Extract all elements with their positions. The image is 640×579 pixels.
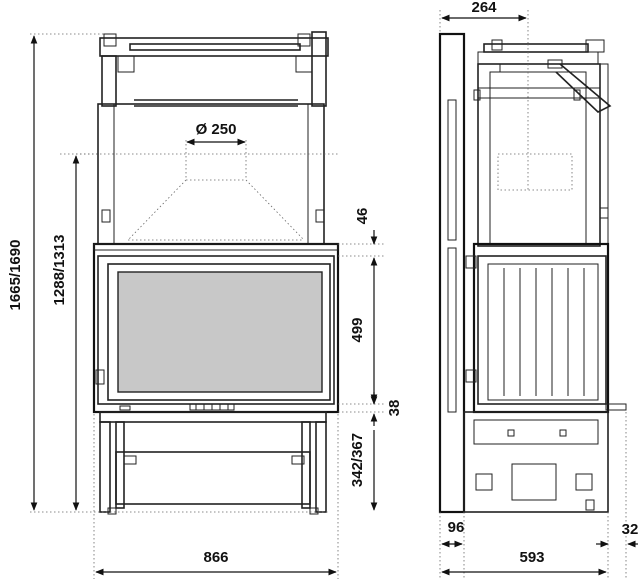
front-view bbox=[60, 31, 340, 515]
base-height-label: 342/367 bbox=[349, 433, 366, 487]
side-front-offset-label: 96 bbox=[448, 519, 465, 536]
top-clearance-label: 46 bbox=[354, 208, 371, 225]
side-top-offset-label: 264 bbox=[471, 0, 497, 16]
side-depth-label: 593 bbox=[519, 549, 544, 566]
bottom-frame-label: 38 bbox=[386, 400, 403, 417]
glass-height-label: 499 bbox=[349, 317, 366, 342]
side-view bbox=[438, 32, 627, 514]
firebox-height-label: 1288/1313 bbox=[51, 235, 68, 306]
flue-diameter-label: Ø 250 bbox=[196, 121, 237, 138]
side-rear-offset-label: 32 bbox=[622, 521, 639, 538]
front-width-label: 866 bbox=[203, 549, 228, 566]
total-height-label: 1665/1690 bbox=[7, 240, 24, 311]
front-extension-lines bbox=[30, 33, 384, 579]
